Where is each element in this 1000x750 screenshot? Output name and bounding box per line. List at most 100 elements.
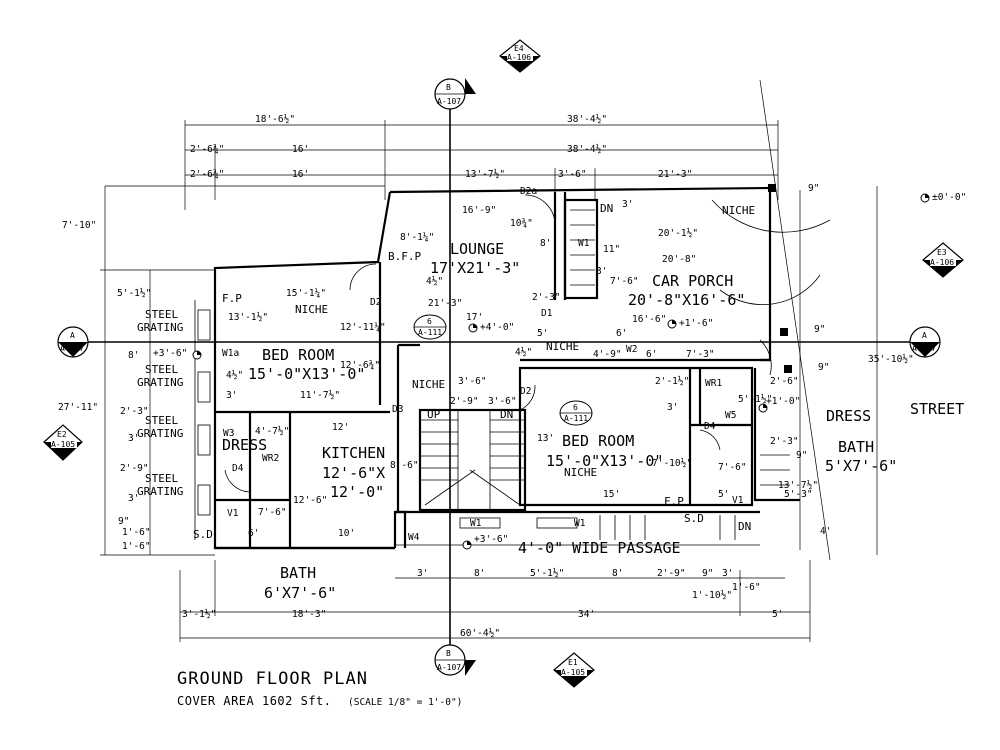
dim-left-9: 3' [128,433,139,444]
dim-right-7: 2'-6" [770,376,799,387]
section-tag-b-bottom: B A-107 [434,644,476,676]
dim-bottom-5: 2'-9" [657,568,686,579]
dim-top-5: 38'-4½" [567,144,607,155]
dim-right-5: 9" [814,324,825,335]
idim-36: 12'-6" [293,495,327,506]
dim-bottom-8: 3'-1½" [182,609,216,620]
idim-42: 3' [622,199,633,210]
idim-4: 8' [540,238,551,249]
room-bed1-name: BED ROOM [262,346,334,364]
niche-label-2: NICHE [722,204,755,217]
dim-bottom-14: 1'-6" [732,582,761,593]
tag-a2-id: A [922,331,927,340]
room-dress1: DRESS [222,436,267,454]
fp-label-2: F.P [664,495,684,508]
plan-title: GROUND FLOOR PLAN [177,669,368,689]
level-markers: +4'-0" +1'-6" +3'-6" +1'-0" +3'-6" ±0'-0… [153,192,966,550]
level-lounge: +4'-0" [480,322,514,333]
dim-right-11: 5'-3" [784,489,813,500]
idim-2: 10¾" [510,218,533,229]
niche-label-5: NICHE [564,466,597,479]
idim-35: 15' [603,489,620,500]
tag-b2-ref: A-107 [437,663,461,672]
dim-bottom-12: 60'-4½" [460,628,500,639]
plan-scale: (SCALE 1/8" = 1'-0") [348,697,462,708]
idim-32: 13' [537,433,554,444]
dim-left-5: 27'-11" [58,402,98,413]
tag-e4-ref: A-106 [507,53,531,62]
bottom-dimensions: 3' 8' 5'-1½" 8' 2'-9" 9" 3' 3'-1½" 18'-3… [179,560,811,642]
elevation-tag-e1: E1 A-105 [553,652,595,688]
idim-38: 6' [248,528,259,539]
dim-bottom-10: 34' [578,609,595,620]
idim-40: 3' [596,266,607,277]
room-kitchen-size2: 12'-0" [330,483,384,501]
idim-33: 7'-6" [718,462,747,473]
idim-19: 4'-9" [593,349,622,360]
tag-e3-ref: A-106 [930,258,954,267]
sd-label-2: S.D [684,512,704,525]
idim-10: 21'-3" [428,298,462,309]
level-street: ±0'-0" [932,192,966,203]
idim-25: 3'-6" [488,396,517,407]
idim-23: 3'-6" [458,376,487,387]
tag-v1-b: V1 [732,495,744,506]
tag-6b-id: 6 [573,403,578,412]
tag-a-ref: A-107 [60,344,84,353]
room-names: LOUNGE 17'X21'-3" CAR PORCH 20'-8"X16'-6… [222,240,964,602]
detail-tag-6-a: 6 A-111 [413,314,447,340]
idim-29: 2'-1½" [655,376,689,387]
dim-bottom-7: 3' [722,568,733,579]
room-bed2-size: 15'-0"X13'-0" [546,452,663,470]
tag-w5: W5 [725,410,736,421]
tag-d2-a: D2 [370,297,381,308]
tag-w1a: W1a [222,348,239,359]
elevation-tag-e2: E2 A-105 [43,424,83,461]
dim-left-6: 4½" [226,370,243,381]
elevation-tag-e4: E4 A-106 [499,39,541,73]
tag-wr2: WR2 [262,453,279,464]
idim-17: 12'-6¾" [340,360,380,371]
tag-e2-ref: A-105 [51,440,75,449]
dn-label-1: DN [600,202,613,215]
tag-b2-id: B [446,649,451,658]
dim-left-8: 2'-3" [120,406,149,417]
dim-top-2: 38'-4½" [567,114,607,125]
left-dimensions: 7'-10" 5'-1½" 13'-1½" 8' 27'-11" 4½" 3' … [58,186,268,556]
idim-11: 7'-6" [610,276,639,287]
steel-label-2: STEEL [145,363,178,376]
idim-27: 8'-6" [390,460,419,471]
dim-top-9: 3'-6" [558,169,587,180]
idim-21: 7'-3" [686,349,715,360]
dim-top-6: 2'-6¾" [190,169,224,180]
room-kitchen-name: KITCHEN [322,444,385,462]
room-lounge-name: LOUNGE [450,240,504,258]
plan-subtitle: COVER AREA 1602 Sft. [177,694,332,708]
dim-bottom-3: 5'-1½" [530,568,564,579]
dim-left-4: 8' [128,350,139,361]
tag-e1-ref: A-105 [561,668,585,677]
dim-bottom-11: 5' [772,609,783,620]
sd-label-1: S.D [193,528,213,541]
room-bed1-size: 15'-0"X13'-0" [248,365,365,383]
room-bath1-name: BATH [280,564,316,582]
interior-dimensions: 16'-9" 10¾" 8'-1¼" 8' 11" 20'-1½" 20'-8"… [248,199,747,539]
tag-e3-id: E3 [937,248,947,257]
dim-right-1: 35'-10½" [868,354,914,365]
room-dress2: DRESS [826,407,871,425]
dim-right-4: 9" [808,183,819,194]
right-dimensions: 35'-10½" 13'-7½" 4' 9" 9" 9" 2'-6" 5'-1½… [738,79,914,561]
dim-left-13: 1'-6" [122,527,151,538]
dim-top-7: 16' [292,169,309,180]
room-bed2-name: BED ROOM [562,432,634,450]
steel-label-4: STEEL [145,472,178,485]
idim-22: 11'-7½" [300,390,340,401]
tag-a-id: A [70,331,75,340]
steel-label-3: STEEL [145,414,178,427]
idim-31: 7'-10½" [652,458,692,469]
section-tag-a-right: A A-107 [909,326,941,358]
grating-label-2: GRATING [137,376,183,389]
tag-wr1: WR1 [705,378,722,389]
dim-top-10: 21'-3" [658,169,692,180]
